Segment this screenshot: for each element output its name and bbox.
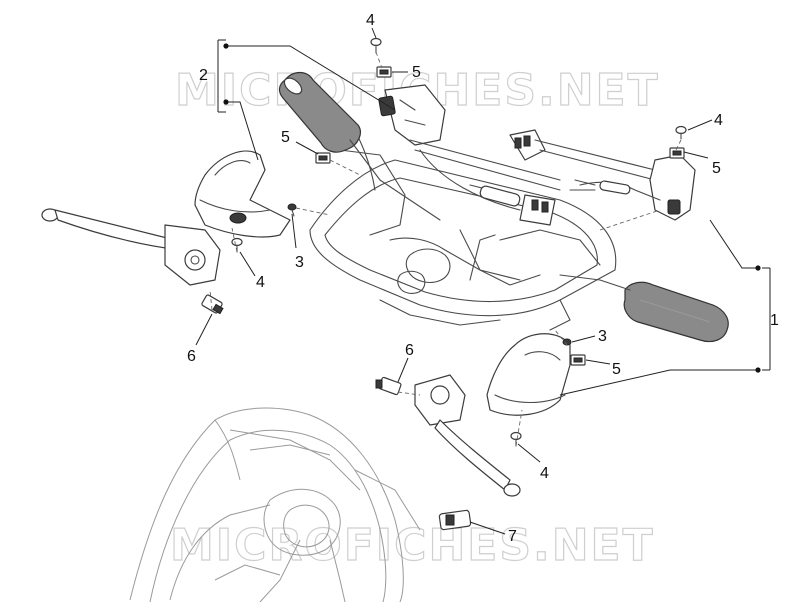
callout-6-right: 6 xyxy=(405,342,414,359)
callout-7: 7 xyxy=(508,528,517,545)
right-grip xyxy=(559,274,729,343)
screw-3-left xyxy=(287,203,297,217)
callout-3-left: 3 xyxy=(295,254,304,271)
stop-switch-right xyxy=(375,376,402,396)
right-handguard-cover xyxy=(486,333,571,416)
callout-5-bottom: 5 xyxy=(612,361,621,378)
clip-5-left xyxy=(315,152,331,164)
screw-4-bottom xyxy=(510,431,522,447)
left-handguard-cover xyxy=(194,150,291,238)
callout-3-right: 3 xyxy=(598,328,607,345)
handlebar-frame xyxy=(309,119,617,331)
watermark-bottom: MICROFICHES.NET xyxy=(170,520,655,571)
left-grip xyxy=(278,71,441,221)
left-brake-lever xyxy=(41,208,221,286)
stop-switch-left xyxy=(201,294,224,315)
screw-4-top xyxy=(370,37,382,54)
callout-4-top: 4 xyxy=(366,12,375,29)
clip-5-top xyxy=(376,66,392,78)
callout-labels: 2 1 4 5 5 3 4 6 4 5 3 5 6 4 7 xyxy=(187,12,779,545)
callout-5-left: 5 xyxy=(281,129,290,146)
callout-4-bottom: 4 xyxy=(540,465,549,482)
callout-6-left: 6 xyxy=(187,348,196,365)
callout-5-right: 5 xyxy=(712,160,721,177)
assembly-dashed-lines xyxy=(209,51,682,447)
right-brake-lever xyxy=(414,374,521,497)
leader-lines xyxy=(195,27,771,535)
callout-5-top: 5 xyxy=(412,64,421,81)
right-switch-assembly xyxy=(509,129,696,221)
clip-5-right xyxy=(669,147,685,159)
callout-1: 1 xyxy=(770,312,779,329)
callout-4-right: 4 xyxy=(714,112,723,129)
screw-4-right xyxy=(675,125,687,140)
callout-2: 2 xyxy=(199,67,208,84)
clip-5-bottom xyxy=(570,354,586,366)
callout-4-left: 4 xyxy=(256,274,265,291)
left-switch-assembly xyxy=(378,84,561,226)
screw-3-right xyxy=(562,338,572,346)
connector-part-7 xyxy=(438,509,472,531)
scooter-body-outline xyxy=(129,407,421,602)
